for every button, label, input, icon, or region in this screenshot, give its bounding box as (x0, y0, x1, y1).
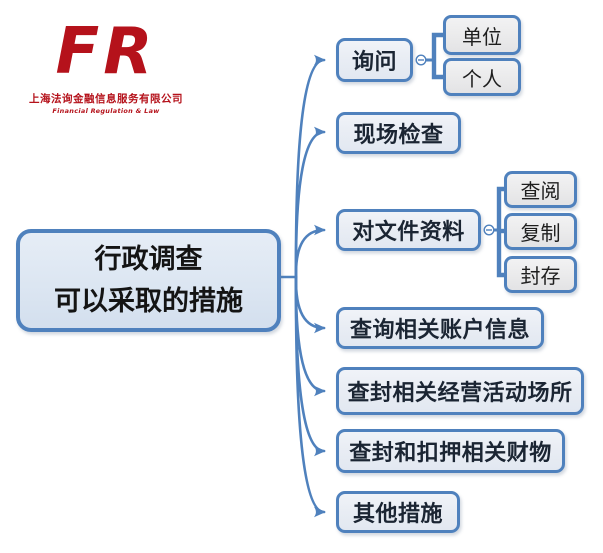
root-node[interactable]: 行政调查 可以采取的措施 (16, 229, 281, 332)
child-label: 单位 (462, 24, 502, 49)
bracket-documents (494, 186, 504, 278)
child-node-seal-archive[interactable]: 封存 (504, 256, 577, 293)
branch-label: 查询相关账户信息 (349, 318, 530, 343)
branch-label: 其他措施 (352, 502, 443, 527)
branch-label: 查封相关经营活动场所 (347, 381, 573, 406)
connector-curve-accounts (294, 275, 326, 334)
child-node-copy[interactable]: 复制 (504, 213, 577, 250)
branch-node-inquiry[interactable]: 询问 (336, 38, 413, 82)
branch-label: 现场检查 (353, 123, 444, 148)
connector-curve-onsite (294, 126, 326, 279)
root-node-label: 行政调查 可以采取的措施 (54, 243, 243, 317)
child-label: 个人 (462, 66, 502, 91)
root-connectors (279, 54, 326, 518)
child-node-unit[interactable]: 单位 (443, 15, 521, 55)
collapse-button-inquiry[interactable] (415, 54, 427, 66)
branch-node-account-info[interactable]: 查询相关账户信息 (336, 307, 544, 349)
logo-company-name-zh: 上海法询金融信息服务有限公司 (29, 93, 183, 105)
branch-node-seal-property[interactable]: 查封和扣押相关财物 (336, 429, 565, 473)
connector-curve-other (294, 275, 326, 518)
branch-label: 对文件资料 (352, 220, 465, 245)
child-node-review[interactable]: 查阅 (504, 171, 577, 208)
logo-company-name-en: Financial Regulation & Law (52, 107, 160, 115)
company-logo: FR 上海法询金融信息服务有限公司 Financial Regulation &… (26, 20, 186, 115)
collapse-button-documents[interactable] (483, 224, 495, 236)
bracket-inquiry (426, 32, 443, 80)
child-node-individual[interactable]: 个人 (443, 58, 521, 96)
branch-node-seal-premises[interactable]: 查封相关经营活动场所 (336, 367, 584, 415)
connector-curve-premises (294, 275, 326, 397)
logo-fr-monogram: FR (55, 15, 157, 89)
branch-node-documents[interactable]: 对文件资料 (336, 209, 481, 251)
branch-label: 询问 (351, 50, 397, 75)
child-label: 封存 (520, 264, 561, 288)
branch-label: 查封和扣押相关财物 (349, 441, 552, 466)
child-label: 查阅 (520, 179, 561, 203)
branch-node-other-measures[interactable]: 其他措施 (336, 491, 460, 533)
branch-node-onsite-inspection[interactable]: 现场检查 (336, 112, 461, 154)
connector-curve-documents (294, 224, 326, 279)
child-label: 复制 (520, 221, 561, 245)
